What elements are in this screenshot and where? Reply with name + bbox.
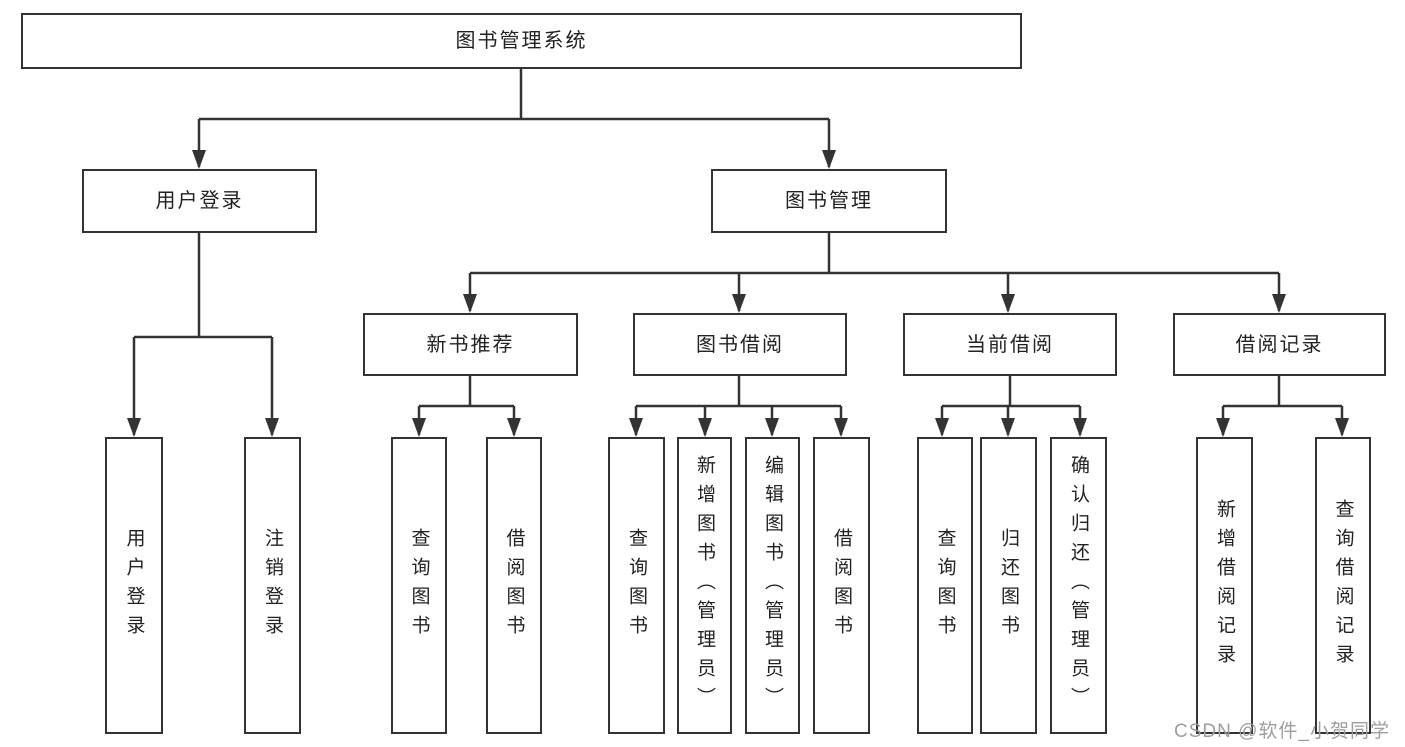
leaf-borrow-books-borrow: 借阅图书 — [813, 437, 870, 734]
leaf-return-book: 归还图书 — [980, 437, 1037, 734]
tree-edges — [132, 69, 1344, 435]
node-book-management: 图书管理 — [711, 169, 947, 233]
node-new-book-recommendation: 新书推荐 — [363, 313, 578, 376]
leaf-add-book-admin: 新增图书（管理员） — [677, 437, 732, 734]
leaf-confirm-return-admin: 确认归还（管理员） — [1050, 437, 1107, 734]
node-current-borrowing: 当前借阅 — [903, 313, 1117, 376]
csdn-watermark: CSDN @软件_小贺同学 — [1174, 721, 1390, 742]
node-root-library-system: 图书管理系统 — [21, 13, 1022, 69]
leaf-query-books-recommend: 查询图书 — [391, 437, 447, 734]
arrowheads — [127, 150, 1349, 437]
node-borrowing-records: 借阅记录 — [1173, 313, 1386, 376]
node-book-borrowing: 图书借阅 — [633, 313, 847, 376]
leaf-query-books-borrow: 查询图书 — [608, 437, 665, 734]
leaf-add-borrow-record: 新增借阅记录 — [1196, 437, 1253, 734]
node-user-login: 用户登录 — [82, 169, 317, 233]
leaf-query-books-current: 查询图书 — [917, 437, 973, 734]
leaf-query-borrow-record: 查询借阅记录 — [1315, 437, 1371, 734]
leaf-borrow-books-recommend: 借阅图书 — [486, 437, 542, 734]
leaf-user-login: 用户登录 — [105, 437, 163, 734]
leaf-edit-book-admin: 编辑图书（管理员） — [745, 437, 800, 734]
leaf-logout: 注销登录 — [244, 437, 301, 734]
